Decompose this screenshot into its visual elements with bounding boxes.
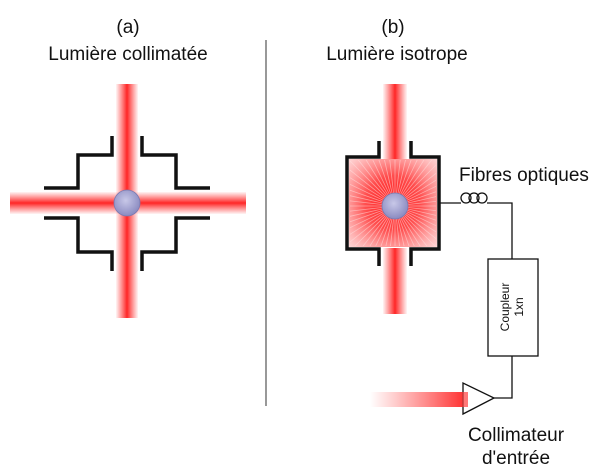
collimator-label-line1: Collimateur <box>468 425 565 446</box>
panel-a-tag: (a) <box>116 17 139 38</box>
panel-a-title: Lumière collimatée <box>48 44 207 65</box>
panel-a-sample <box>113 189 141 217</box>
fiber-coil-icon <box>439 192 513 259</box>
fiber-to-collimator <box>494 356 513 399</box>
coupler-label-line2: 1xn <box>512 297 526 316</box>
panel-b-beam-top <box>383 84 407 159</box>
panel-a-chamber-wall <box>44 136 210 271</box>
panel-b: (b) Lumière isotrope Fibres optiques Cou… <box>326 17 589 468</box>
coupler-box <box>487 258 539 357</box>
panel-b-title: Lumière isotrope <box>326 44 468 65</box>
collimator-label-line2: d'entrée <box>482 448 550 468</box>
panel-a: (a) Lumière collimatée <box>10 17 246 318</box>
fibers-label: Fibres optiques <box>459 165 589 186</box>
input-beam <box>370 392 465 407</box>
panel-b-tag: (b) <box>381 17 404 38</box>
panel-b-beam-bottom <box>383 248 407 314</box>
panel-b-sample <box>381 192 409 220</box>
coupler-label-line1: Coupleur <box>498 283 512 332</box>
